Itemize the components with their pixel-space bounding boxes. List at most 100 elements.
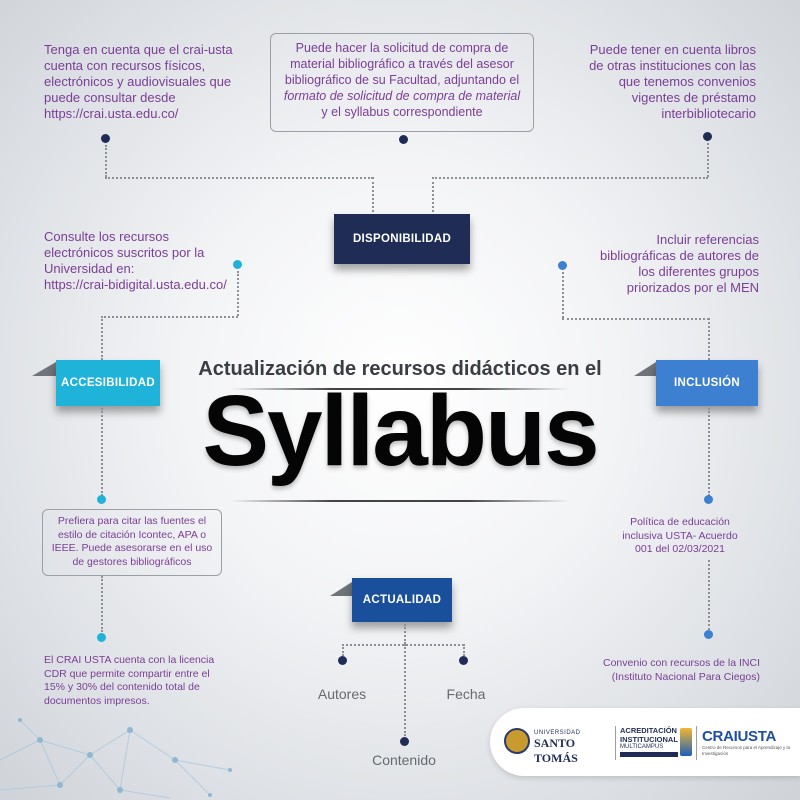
- connector-line: [237, 271, 239, 316]
- note-line: priorizados por el MEN: [626, 280, 759, 295]
- logo-name: SANTO TOMÁS: [534, 736, 578, 765]
- note-line: material bibliográfico a través del ases…: [290, 57, 514, 71]
- logo-line: MULTICAMPUS: [620, 744, 664, 750]
- connector-line: [372, 177, 374, 212]
- note-line: Política de educación: [630, 516, 730, 528]
- note-line: interbibliotecario: [661, 106, 756, 121]
- logo-name: CRAIUSTA: [702, 728, 776, 745]
- acreditacion-logo: ACREDITACIÓN INSTITUCIONAL MULTICAMPUS: [620, 726, 678, 757]
- note-line: IEEE. Puede asesorarse en el uso: [51, 542, 213, 554]
- note-line: de gestores bibliográficos: [72, 555, 192, 568]
- connector-dot: [97, 633, 106, 642]
- connector-line: [404, 644, 406, 736]
- tag-accesibilidad: ACCESIBILIDAD: [56, 360, 160, 406]
- note-line: estilo de citación Icontec, APA o: [57, 528, 207, 541]
- connector-dot: [338, 656, 347, 665]
- note-line: Consulte los recursos: [44, 229, 169, 244]
- note-line: documentos impresos.: [44, 694, 150, 707]
- connector-line: [101, 576, 103, 632]
- note-link[interactable]: https://crai-bidigital.usta.edu.co/: [44, 277, 227, 292]
- logo-line: ACREDITACIÓN: [620, 726, 677, 735]
- note-bottom-right: Convenio con recursos de la INCI (Instit…: [600, 657, 760, 684]
- connector-dot: [704, 630, 713, 639]
- connector-dot: [400, 737, 409, 746]
- note-line: de otras instituciones con las: [589, 58, 756, 73]
- tag-label: DISPONIBILIDAD: [352, 233, 452, 245]
- title-rule-top: [230, 388, 570, 390]
- logo-bar: [620, 752, 678, 757]
- santo-tomas-logo: UNIVERSIDAD SANTO TOMÁS: [534, 730, 614, 766]
- note-line: Incluir referencias: [656, 232, 759, 247]
- note-line: electrónicos suscritos por la: [44, 245, 205, 260]
- note-top-left: Tenga en cuenta que el crai-usta cuenta …: [44, 42, 274, 122]
- connector-dot: [558, 261, 567, 270]
- crai-logo: CRAIUSTA Centro de Recursos para el Apre…: [702, 728, 796, 757]
- connector-line: [708, 318, 710, 360]
- connector-line: [342, 644, 464, 646]
- note-low-right: Política de educación inclusiva USTA- Ac…: [600, 516, 760, 557]
- connector-line: [105, 177, 373, 179]
- connector-line: [105, 145, 107, 177]
- title-subtitle: Actualización de recursos didácticos en …: [198, 358, 602, 380]
- tag-label: ACCESIBILIDAD: [61, 377, 155, 389]
- connector-dot: [101, 134, 110, 143]
- note-link[interactable]: https://crai.usta.edu.co/: [44, 106, 179, 121]
- logo-line: INSTITUCIONAL: [620, 735, 678, 744]
- note-line: y el syllabus correspondiente: [321, 105, 483, 119]
- connector-dot: [399, 135, 408, 144]
- connector-line: [708, 408, 710, 496]
- logo-divider: [615, 726, 616, 760]
- note-mid-left: Consulte los recursos electrónicos suscr…: [44, 229, 254, 293]
- note-line: bibliográfico de su Facultad, adjuntando…: [284, 73, 520, 87]
- connector-line: [708, 560, 710, 630]
- santo-tomas-seal-icon: [504, 728, 530, 754]
- label-autores: Autores: [317, 686, 367, 702]
- title-rule-bottom: [230, 500, 570, 502]
- note-line: Convenio con recursos de la INCI: [603, 657, 760, 669]
- connector-line: [101, 316, 238, 318]
- connector-line: [404, 624, 406, 644]
- note-bottom-left: El CRAI USTA cuenta con la licencia CDR …: [44, 654, 244, 708]
- note-line: Tenga en cuenta que el crai-usta: [44, 42, 233, 57]
- label-contenido: Contenido: [372, 752, 436, 768]
- note-line: Prefiera para citar las fuentes el: [57, 515, 207, 527]
- tag-fold: [634, 362, 656, 376]
- note-line: formato de solicitud de compra de materi…: [283, 89, 521, 103]
- connector-line: [707, 143, 709, 177]
- connector-line: [432, 177, 708, 179]
- note-line: electrónicos y audiovisuales que: [44, 74, 232, 89]
- note-top-center: Puede hacer la solicitud de compra de ma…: [272, 40, 532, 120]
- tag-actualidad: ACTUALIDAD: [352, 578, 452, 622]
- note-line: puede consultar desde: [44, 90, 176, 105]
- connector-dot: [704, 495, 713, 504]
- note-line: inclusiva USTA- Acuerdo: [622, 529, 738, 542]
- note-line: 15% y 30% del contenido total de: [44, 681, 200, 693]
- note-line: Universidad en:: [44, 261, 135, 276]
- tag-fold: [32, 362, 56, 376]
- connector-line: [342, 644, 344, 656]
- note-line: Puede tener en cuenta libros: [589, 42, 756, 57]
- logo-subtitle: Centro de Recursos para el Aprendizaje y…: [702, 745, 791, 756]
- logo-divider: [696, 726, 697, 760]
- label-fecha: Fecha: [446, 686, 486, 702]
- connector-dot: [459, 656, 468, 665]
- note-line: 001 del 02/03/2021: [635, 543, 725, 555]
- accreditation-flame-icon: [680, 728, 692, 756]
- connector-line: [562, 272, 564, 318]
- note-line: (Instituto Nacional Para Ciegos): [611, 670, 760, 683]
- tag-fold: [330, 582, 352, 596]
- note-line: vigentes de préstamo: [631, 90, 756, 105]
- connector-line: [562, 318, 709, 320]
- note-box-top-center: [270, 33, 534, 132]
- connector-dot: [233, 260, 242, 269]
- connector-line: [101, 316, 103, 360]
- note-line: bibliográficas de autores de: [600, 248, 759, 263]
- note-line: Puede hacer la solicitud de compra de: [295, 41, 509, 55]
- note-line: que tenemos convenios: [618, 74, 756, 89]
- note-top-right: Puede tener en cuenta libros de otras in…: [560, 42, 756, 122]
- note-mid-right: Incluir referencias bibliográficas de au…: [575, 232, 759, 296]
- connector-dot: [703, 132, 712, 141]
- logo-small-text: UNIVERSIDAD: [534, 730, 581, 736]
- connector-line: [432, 177, 434, 212]
